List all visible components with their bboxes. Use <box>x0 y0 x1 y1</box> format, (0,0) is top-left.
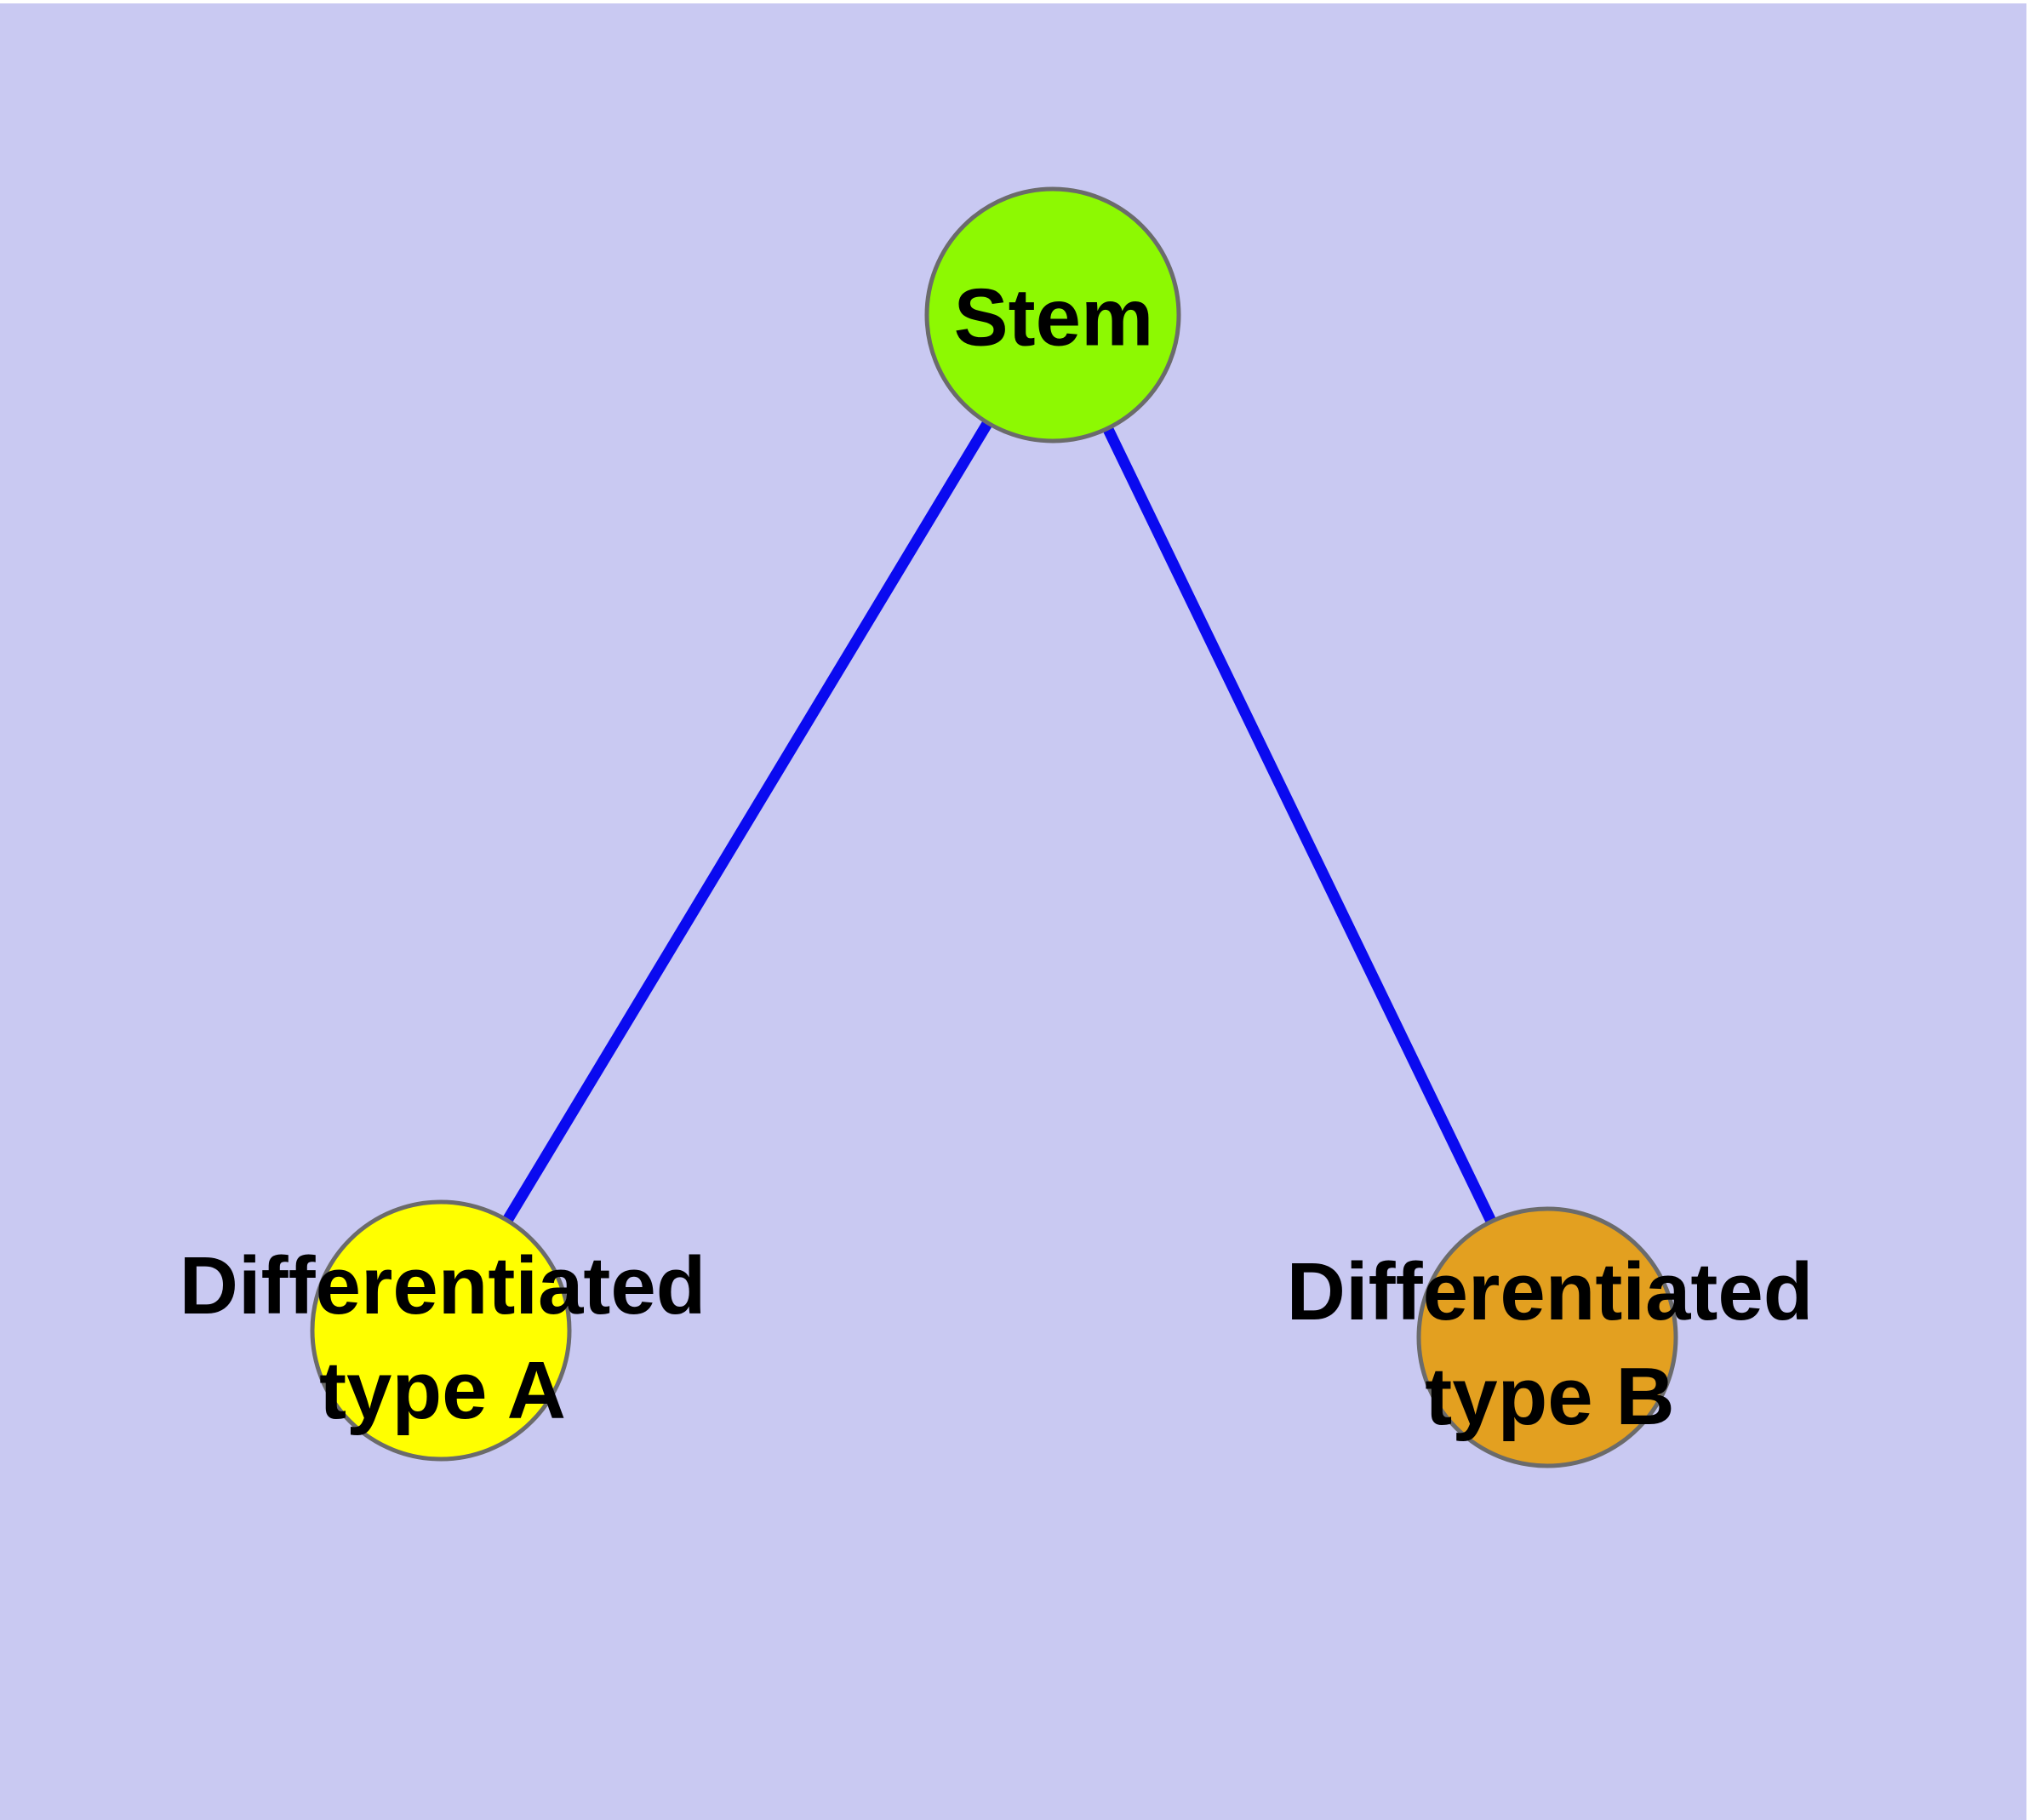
edge-stem-to-typeA <box>436 312 1058 1334</box>
node-stem <box>924 186 1181 444</box>
node-differentiated-type-b <box>1416 1206 1678 1468</box>
edge-stem-to-typeB <box>1048 312 1552 1340</box>
node-differentiated-type-a <box>310 1199 572 1462</box>
